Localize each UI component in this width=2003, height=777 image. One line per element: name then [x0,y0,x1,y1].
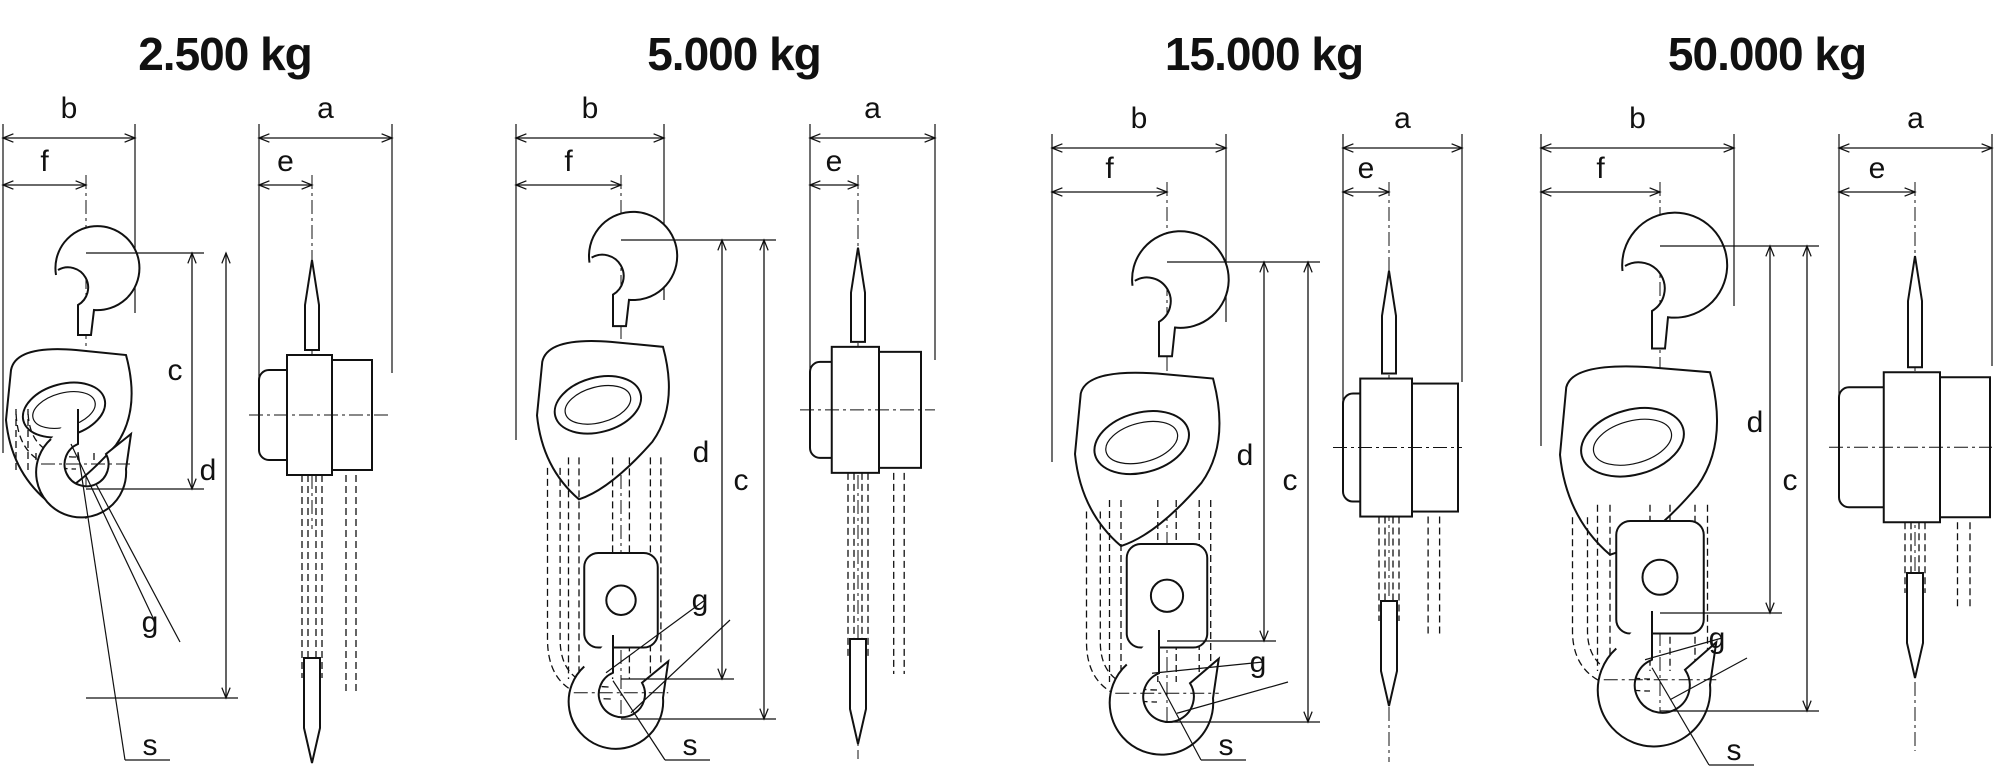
bottom-hook-front [303,657,321,764]
label-s: s [1219,729,1234,762]
label-a: a [317,92,334,125]
label-c: c [168,354,183,387]
label-f: f [40,145,49,178]
bottom-hook [1108,630,1221,756]
dimension-g [605,599,706,674]
sheave [605,584,637,616]
label-g: g [692,584,709,617]
label-f: f [564,145,573,178]
bottom-hook-front [849,638,867,745]
label-c: c [1283,464,1298,497]
label-c: c [1783,464,1798,497]
capacity-title: 50.000 kg [1668,28,1866,80]
top-hook [1621,211,1729,350]
hand-wheel-cover [1580,407,1685,478]
leader-s [77,451,126,761]
capacity-title: 15.000 kg [1165,28,1363,80]
hoist-group-4: 50.000 kg bf ae g s cd [1541,28,1992,767]
bottom-hook-front [1906,572,1924,679]
capacity-title: 2.500 kg [138,28,312,80]
top-hook-front [1381,270,1397,375]
hand-wheel-cover [1093,410,1190,476]
label-f: f [1596,152,1605,185]
dimension-g [95,483,181,643]
hoist-group-2: 5.000 kg bf ae g s cd [516,28,935,762]
leader-s [1158,680,1202,761]
dimension-g [630,619,731,714]
hand-chain-loop [1571,517,1651,692]
label-s: s [683,729,698,762]
top-hook-front [304,259,320,351]
bottom-hook-front [1380,600,1398,707]
label-g: g [1250,646,1267,679]
dimension-g [1669,657,1748,701]
hand-wheel-window [564,384,632,425]
label-a: a [1394,102,1411,135]
label-d: d [1747,406,1764,439]
label-a: a [864,92,881,125]
label-e: e [1869,152,1886,185]
sheave [1641,558,1679,596]
top-hook [588,210,679,328]
label-e: e [1358,152,1375,185]
hoist-group-1: 2.500 kg bf ae g s c d [3,28,392,764]
bottom-hook [567,635,670,750]
label-d: d [693,436,710,469]
label-e: e [277,145,294,178]
top-hook [54,225,141,336]
dimension-g [1176,681,1289,714]
label-g: g [142,606,159,639]
sheave [1149,578,1185,613]
label-b: b [1629,102,1646,135]
label-e: e [826,145,843,178]
label-s: s [143,729,158,762]
leader-s [612,680,666,761]
top-hook-front [1907,255,1923,369]
label-c: c [734,464,749,497]
label-d: d [1237,439,1254,472]
hand-wheel-window [1592,418,1673,466]
label-b: b [582,92,599,125]
hand-wheel-window [1105,420,1179,465]
label-s: s [1727,734,1742,767]
top-hook-front [850,247,866,343]
capacity-title: 5.000 kg [647,28,821,80]
dimension-g [1151,661,1264,674]
hand-chain-loop [27,408,77,470]
bottom-hook [1596,611,1718,748]
dimension-g [70,443,156,623]
hoist-group-3: 15.000 kg bf ae g s cd [1052,28,1462,762]
label-f: f [1105,152,1114,185]
label-b: b [1131,102,1148,135]
bottom-hook [35,409,133,519]
hand-wheel-cover [553,375,643,435]
label-b: b [61,92,78,125]
label-g: g [1709,622,1726,655]
top-hook [1131,230,1230,358]
dimension-g [1644,637,1723,661]
leader-s [1651,667,1710,766]
label-a: a [1907,102,1924,135]
label-d: d [200,454,217,487]
